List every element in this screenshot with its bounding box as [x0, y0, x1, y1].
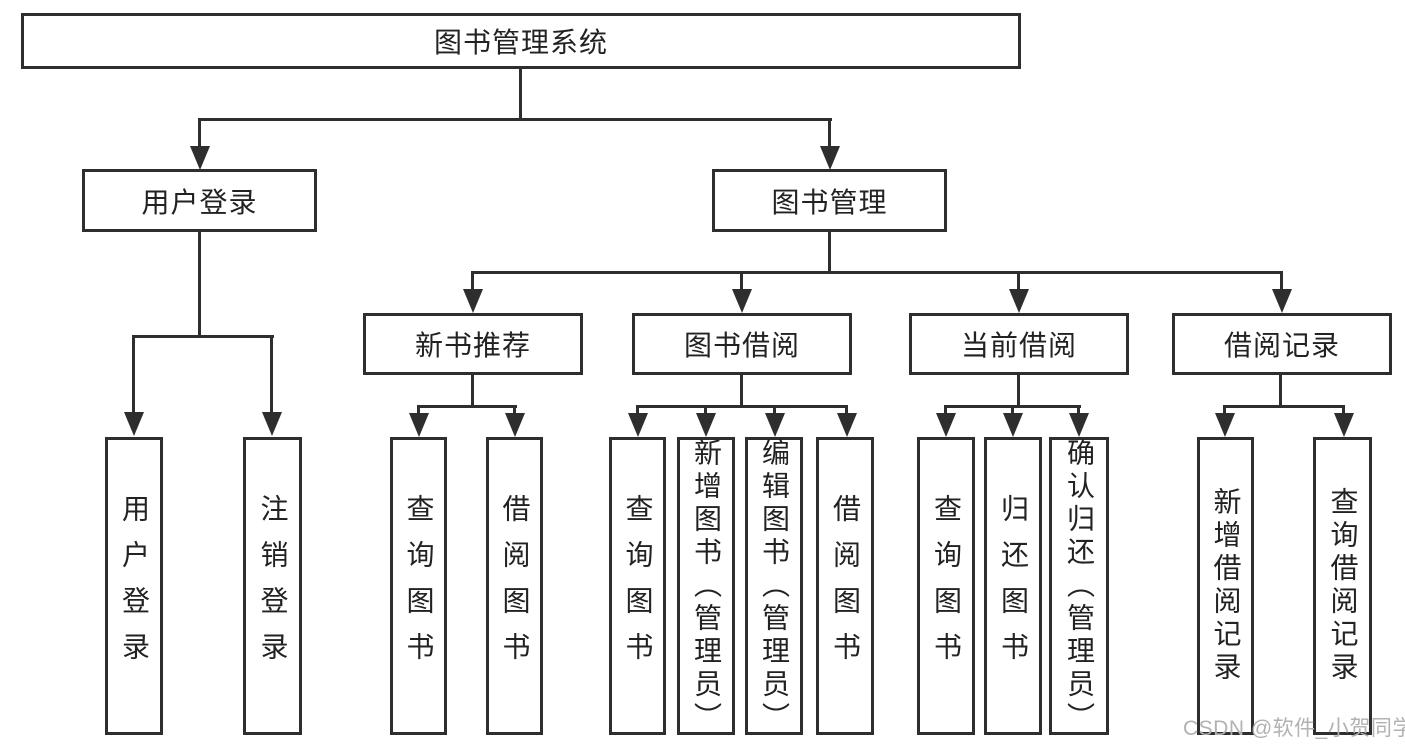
leaf-label: 编辑图书（管理员） [759, 437, 790, 735]
arrowhead-down-icon [124, 412, 144, 436]
connector-line [471, 375, 474, 407]
leaf-label: 确认归还（管理员） [1064, 437, 1095, 735]
arrowhead-down-icon [190, 146, 210, 170]
leaf-label: 查询图书 [931, 494, 962, 678]
leaf-label: 查询图书 [403, 494, 435, 678]
node-new-book-recommendation: 新书推荐 [363, 313, 583, 375]
arrowhead-down-icon [820, 146, 840, 170]
leaf-borrow-books-borrowing: 借阅图书 [816, 437, 874, 735]
connector-line [1342, 407, 1345, 416]
leaf-edit-book-admin: 编辑图书（管理员） [745, 437, 803, 735]
connector-line [198, 231, 201, 337]
node-label: 图书管理 [771, 186, 888, 218]
leaf-query-borrow-record: 查询借阅记录 [1313, 437, 1372, 735]
connector-line [417, 407, 420, 416]
arrowhead-down-icon [765, 413, 785, 437]
connector-line [198, 118, 832, 121]
node-label: 新书推荐 [414, 330, 531, 361]
arrowhead-down-icon [936, 413, 956, 437]
arrowhead-down-icon [837, 413, 857, 437]
arrowhead-down-icon [696, 413, 716, 437]
connector-line [636, 407, 639, 416]
node-borrowing-records: 借阅记录 [1172, 313, 1392, 375]
connector-line [636, 405, 848, 408]
leaf-query-books-recommend: 查询图书 [390, 437, 447, 735]
connector-line [740, 375, 743, 407]
arrowhead-down-icon [1272, 289, 1292, 313]
leaf-label: 注销登录 [257, 494, 289, 678]
connector-line [845, 407, 848, 416]
connector-line [1280, 273, 1283, 291]
connector-line [944, 405, 1081, 408]
csdn-watermark: CSDN @软件_小贺同学 [1183, 717, 1405, 740]
connector-line [773, 407, 776, 416]
connector-line [132, 337, 135, 415]
leaf-add-borrow-record: 新增借阅记录 [1197, 437, 1254, 735]
leaf-logout: 注销登录 [243, 437, 302, 735]
leaf-label: 借阅图书 [830, 494, 861, 678]
arrowhead-down-icon [628, 413, 648, 437]
arrowhead-down-icon [463, 289, 483, 313]
arrowhead-down-icon [1003, 413, 1023, 437]
arrowhead-down-icon [1009, 289, 1029, 313]
arrowhead-down-icon [1069, 413, 1089, 437]
connector-line [1279, 375, 1282, 407]
connector-line [944, 407, 947, 416]
node-user-login: 用户登录 [82, 169, 317, 232]
leaf-label: 新增借阅记录 [1210, 487, 1242, 685]
node-book-management: 图书管理 [712, 169, 947, 232]
connector-line [828, 231, 831, 273]
node-label: 用户登录 [141, 186, 258, 218]
leaf-add-book-admin: 新增图书（管理员） [677, 437, 735, 735]
arrowhead-down-icon [409, 413, 429, 437]
leaf-label: 借阅图书 [499, 494, 531, 678]
connector-line [471, 271, 1283, 274]
connector-line [1223, 407, 1226, 416]
node-book-borrowing: 图书借阅 [632, 313, 852, 375]
leaf-user-login: 用户登录 [105, 437, 163, 735]
connector-line [519, 68, 522, 120]
node-label: 当前借阅 [960, 330, 1077, 361]
leaf-return-book: 归还图书 [984, 437, 1042, 735]
connector-line [132, 335, 274, 338]
leaf-label: 归还图书 [998, 494, 1029, 678]
connector-line [1011, 407, 1014, 416]
connector-line [270, 337, 273, 415]
connector-line [828, 120, 831, 149]
node-library-management-system: 图书管理系统 [21, 13, 1021, 69]
connector-line [1223, 405, 1345, 408]
connector-line [198, 120, 201, 149]
node-current-borrowing: 当前借阅 [909, 313, 1129, 375]
arrowhead-down-icon [262, 412, 282, 436]
connector-line [1017, 375, 1020, 407]
connector-line [513, 407, 516, 416]
leaf-label: 查询图书 [622, 494, 654, 678]
arrowhead-down-icon [1334, 413, 1354, 437]
node-label: 借阅记录 [1223, 330, 1340, 361]
node-label: 图书管理系统 [433, 27, 608, 58]
leaf-label: 查询借阅记录 [1327, 487, 1359, 685]
connector-line [740, 273, 743, 291]
leaf-query-books-borrowing: 查询图书 [609, 437, 666, 735]
arrowhead-down-icon [505, 413, 525, 437]
node-label: 图书借阅 [683, 330, 800, 361]
connector-line [1017, 273, 1020, 291]
connector-line [1077, 407, 1080, 416]
connector-line [417, 405, 517, 408]
leaf-label: 用户登录 [119, 494, 150, 678]
arrowhead-down-icon [1215, 413, 1235, 437]
leaf-confirm-return-admin: 确认归还（管理员） [1049, 437, 1109, 735]
connector-line [704, 407, 707, 416]
leaf-label: 新增图书（管理员） [691, 437, 722, 735]
connector-line [471, 273, 474, 291]
leaf-query-books-current: 查询图书 [917, 437, 975, 735]
leaf-borrow-books-recommend: 借阅图书 [486, 437, 543, 735]
arrowhead-down-icon [732, 289, 752, 313]
